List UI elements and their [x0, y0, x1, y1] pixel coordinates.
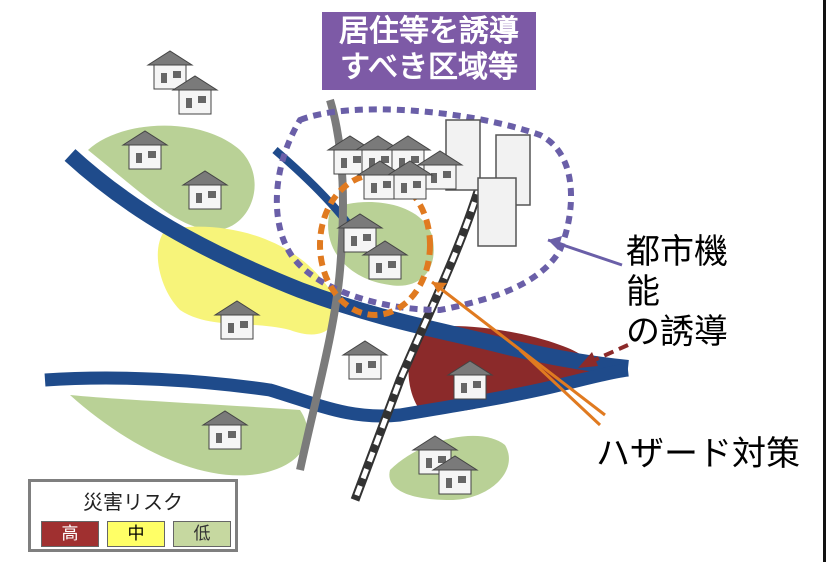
house-icon — [201, 410, 249, 450]
house-icon — [356, 160, 404, 200]
legend: 災害リスク 高 中 低 — [28, 479, 238, 552]
urban-function-arrowhead — [548, 236, 562, 250]
railway-ties — [352, 184, 483, 501]
hazard-arrow-lower — [518, 348, 602, 427]
urban-area-outline — [273, 106, 575, 314]
house-icon — [121, 130, 169, 170]
house-icon — [341, 340, 389, 380]
house-icon — [146, 50, 194, 90]
title-line-2: すべき区域等 — [340, 50, 518, 85]
external-risk-arrowhead — [578, 352, 598, 368]
hazard-arrow-upper — [431, 280, 606, 417]
house-icon — [431, 455, 479, 495]
external-risk-arrow — [589, 343, 629, 364]
legend-item-low: 低 — [173, 521, 231, 547]
house-icon — [326, 135, 374, 175]
house-icon — [416, 150, 464, 190]
low-risk-zone-bottom-left — [70, 395, 308, 476]
house-icon — [336, 213, 384, 253]
legend-item-mid: 中 — [107, 521, 165, 547]
house-icon — [171, 75, 219, 115]
urban-function-label-line-3: の誘導 — [626, 312, 728, 352]
legend-item-high: 高 — [41, 521, 99, 547]
title-line-1: 居住等を誘導 — [339, 14, 519, 49]
urban-function-label-line-1: 都市機 — [626, 232, 728, 272]
low-risk-zone-left — [88, 125, 255, 230]
apartment-buildings — [445, 119, 531, 247]
urban-function-label-line-2: 能 — [626, 272, 660, 312]
house-icon — [181, 170, 229, 210]
hazard-arrowhead-upper — [432, 282, 447, 293]
urban-function-label: 都市機 能 の誘導 — [626, 232, 776, 352]
legend-title: 災害リスク — [83, 490, 183, 514]
house-icon — [386, 160, 434, 200]
house-icon — [213, 300, 261, 340]
hazard-measures-label: ハザード対策 — [596, 434, 800, 474]
right-border — [823, 0, 826, 562]
title-box: 居住等を誘導 すべき区域等 — [322, 12, 536, 90]
house-icon — [446, 360, 494, 400]
house-icon — [361, 240, 409, 280]
urban-function-arrow — [547, 238, 623, 267]
houses — [121, 50, 494, 495]
